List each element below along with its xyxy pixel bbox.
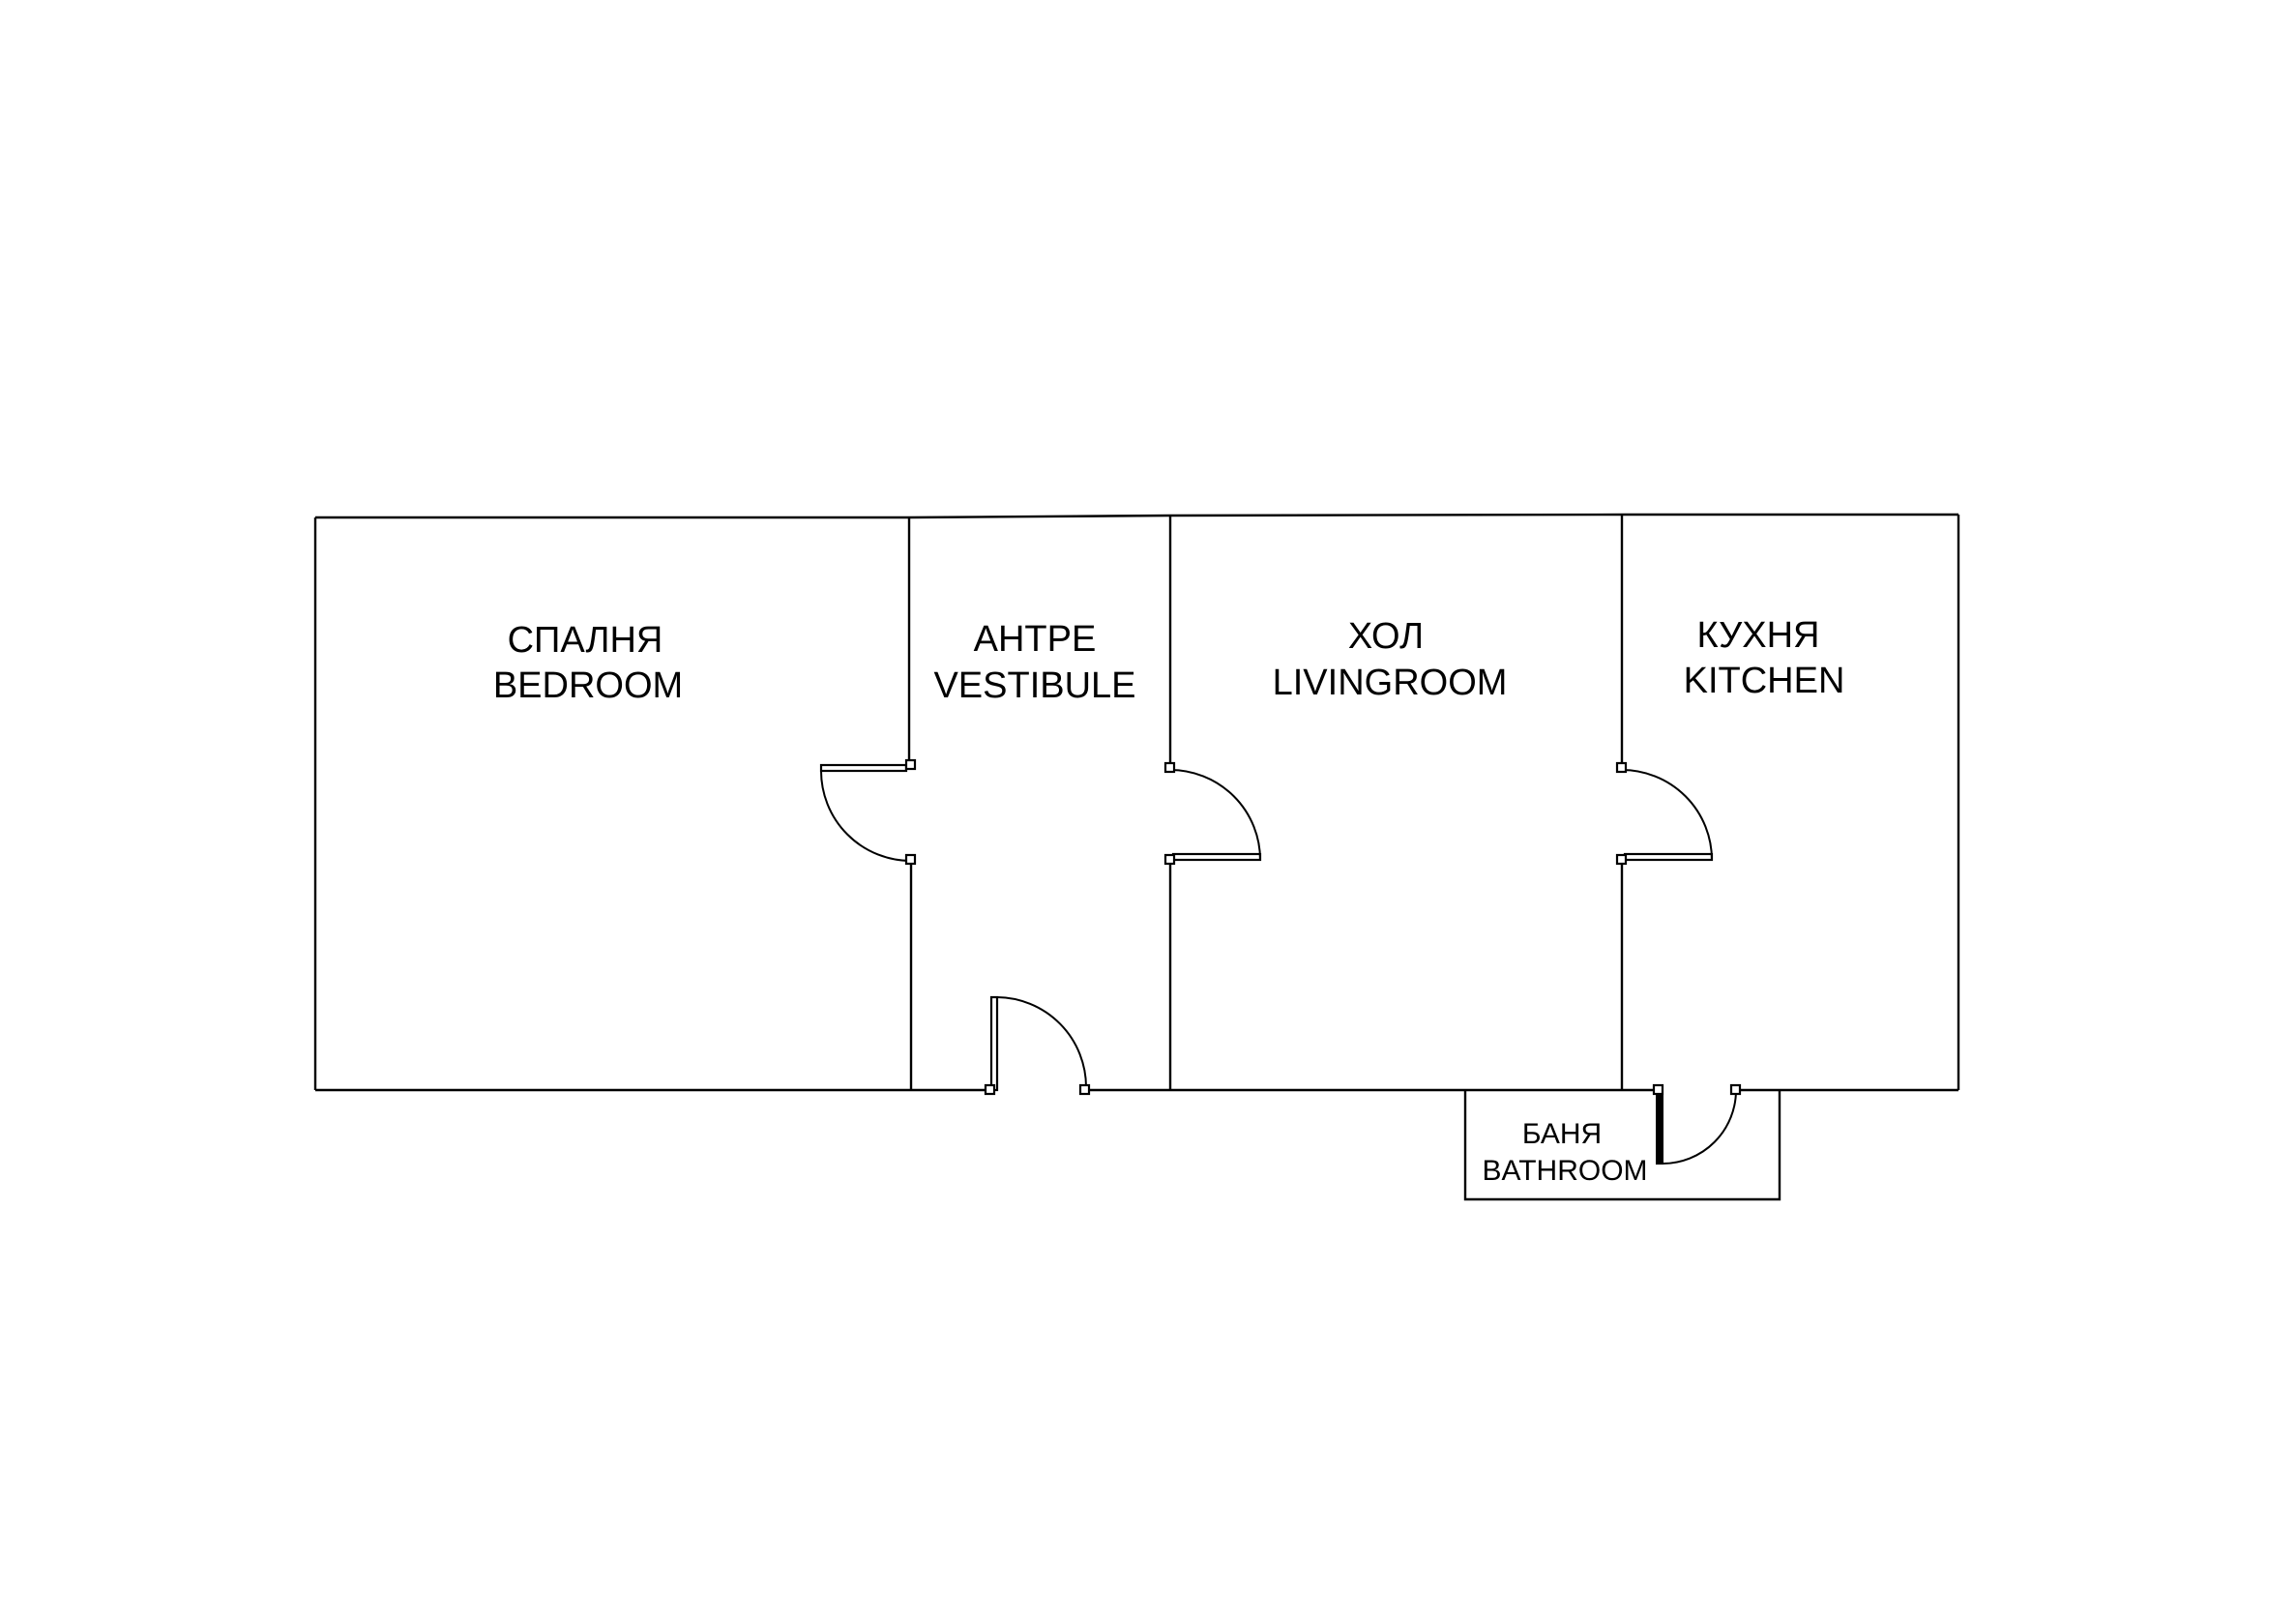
room-kitchen: КУХНЯ KITCHEN [1684, 615, 1845, 701]
door-jamb-bottom [1163, 853, 1176, 866]
room-vestibule: АНТРЕ VESTIBULE [933, 619, 1135, 706]
walls [313, 513, 1960, 1201]
door-bedroom-vestibule [819, 758, 917, 866]
room-label-en: VESTIBULE [933, 665, 1135, 706]
door-jamb-right [1078, 1083, 1091, 1096]
door-jamb-bottom [904, 853, 917, 866]
door-jamb-left [1652, 1083, 1664, 1096]
room-label-en: BATHROOM [1482, 1155, 1647, 1187]
door-jamb-right [1729, 1083, 1742, 1096]
door-jamb-top [1615, 761, 1628, 774]
room-livingroom: ХОЛ LIVINGROOM [1273, 616, 1508, 703]
door-bathroom [1652, 1083, 1742, 1165]
room-label-bg: БАНЯ [1522, 1118, 1602, 1150]
door-leaf [1656, 1089, 1663, 1165]
bathroom-walls [1463, 1090, 1781, 1201]
door-swing-arc [996, 996, 1087, 1088]
room-label-en: BEDROOM [493, 665, 683, 706]
outer-wall-top [315, 513, 1958, 519]
door-leaf [1623, 852, 1714, 862]
room-label-bg: АНТРЕ [974, 619, 1097, 660]
door-swing-arc [1662, 1089, 1737, 1165]
door-jamb-left [984, 1083, 996, 1096]
door-swing-arc [1169, 769, 1261, 861]
door-leaf [989, 995, 999, 1092]
door-vestibule-livingroom [1163, 761, 1262, 866]
room-label-bg: КУХНЯ [1697, 615, 1820, 656]
door-livingroom-kitchen [1615, 761, 1714, 866]
door-leaf [819, 763, 908, 773]
room-bathroom: БАНЯ BATHROOM [1482, 1118, 1647, 1187]
door-jamb-bottom [1615, 853, 1628, 866]
room-label-bg: СПАЛНЯ [508, 620, 663, 661]
door-entrance [984, 995, 1091, 1096]
room-label-bg: ХОЛ [1348, 616, 1424, 657]
door-swing-arc [820, 770, 912, 862]
door-leaf [1171, 852, 1262, 862]
door-jamb-top [904, 758, 917, 771]
door-jamb-top [1163, 761, 1176, 774]
room-label-en: LIVINGROOM [1273, 663, 1508, 703]
room-label-en: KITCHEN [1684, 661, 1845, 701]
door-swing-arc [1621, 769, 1713, 861]
room-bedroom: СПАЛНЯ BEDROOM [493, 620, 683, 706]
